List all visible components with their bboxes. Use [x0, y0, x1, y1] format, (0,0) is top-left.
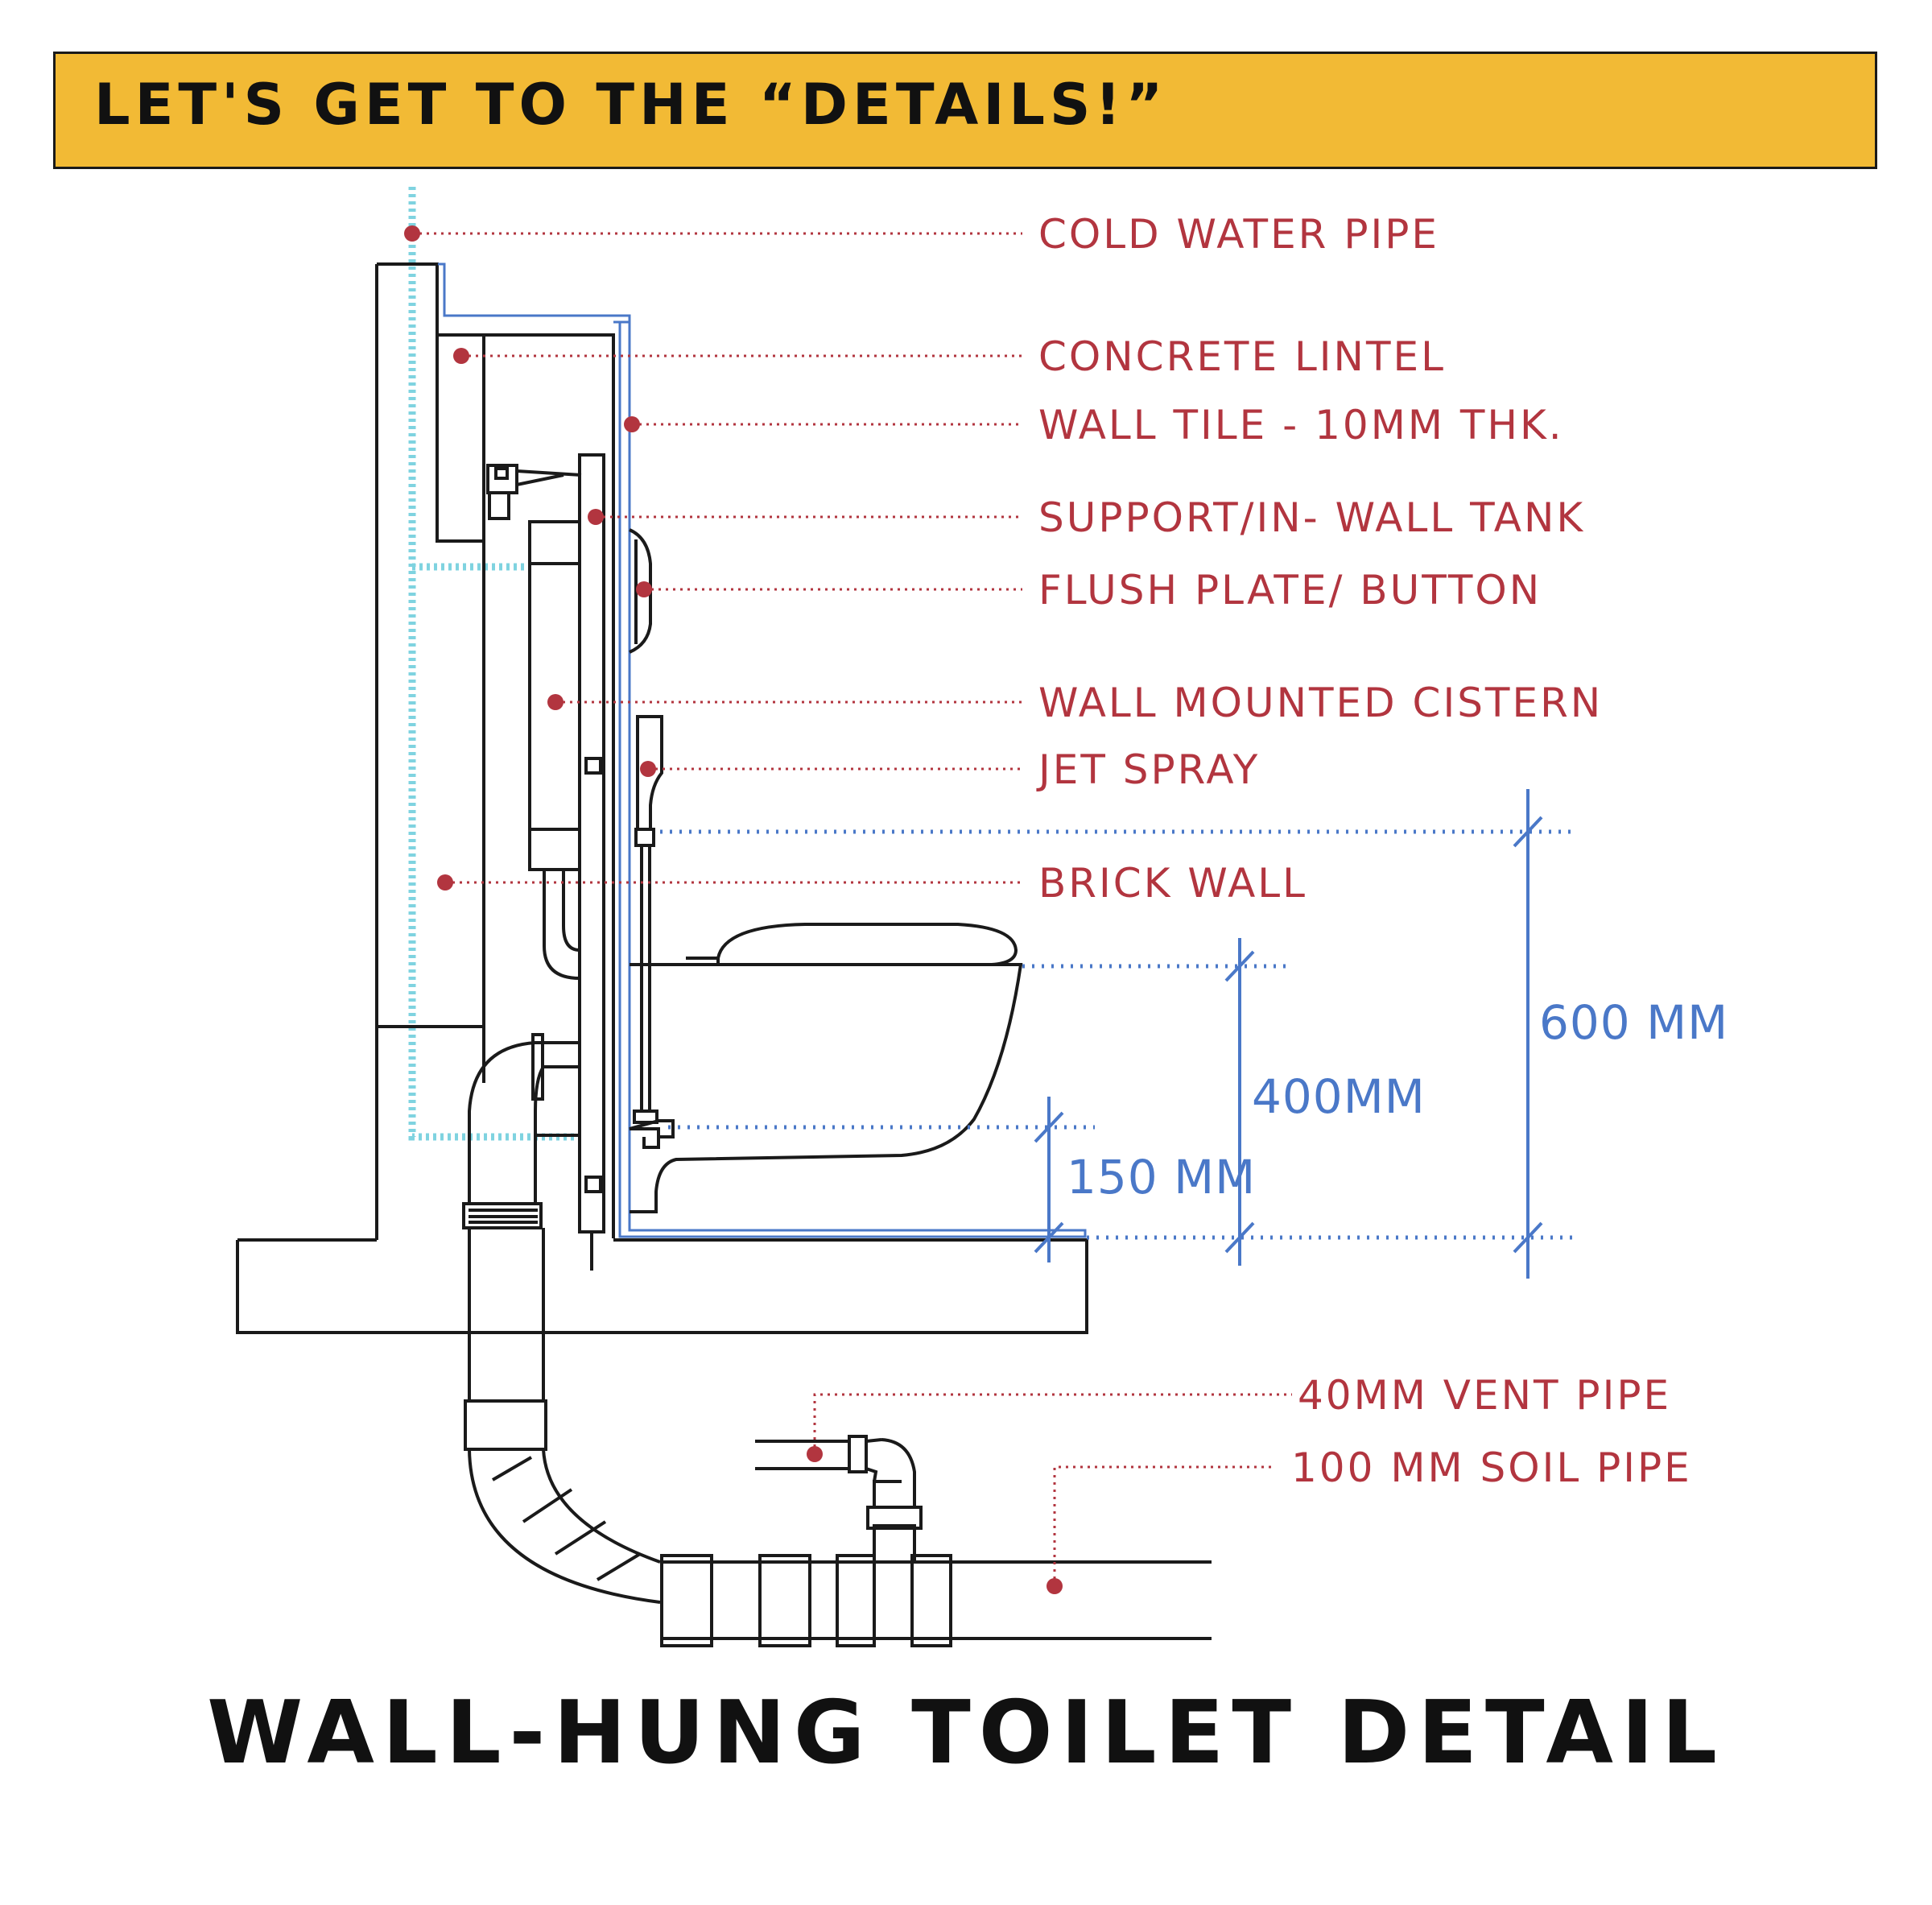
wall-structure [236, 262, 1088, 1334]
dot-jet-spray [640, 761, 656, 777]
label-wall-tile: WALL TILE - 10MM THK. [1038, 402, 1564, 448]
dot-cold-water-pipe [404, 225, 420, 242]
dot-brick-wall [437, 874, 453, 891]
concrete-lintel-block [436, 333, 485, 543]
label-support-tank: SUPPORT/IN- WALL TANK [1038, 494, 1585, 541]
elbow-joint [531, 1033, 544, 1101]
dot-soil-pipe [1046, 1578, 1063, 1594]
label-brick-wall: BRICK WALL [1038, 860, 1307, 907]
dim-label-150: 150 MM [1067, 1150, 1256, 1205]
leader-dots [404, 225, 1063, 1594]
component-labels: COLD WATER PIPE CONCRETE LINTEL WALL TIL… [1036, 211, 1692, 1491]
dot-cistern [547, 694, 564, 710]
dot-flush-plate [636, 581, 652, 597]
label-jet-spray: JET SPRAY [1036, 746, 1260, 793]
dot-concrete-lintel [453, 348, 469, 364]
dimension-labels: 150 MM 400MM 600 MM [1067, 995, 1728, 1205]
dot-wall-tile [624, 416, 640, 432]
label-concrete-lintel: CONCRETE LINTEL [1038, 333, 1446, 380]
dim-label-600: 600 MM [1539, 995, 1728, 1050]
label-cistern: WALL MOUNTED CISTERN [1038, 680, 1603, 726]
flush-valve [486, 464, 582, 520]
dimension-lines [660, 789, 1578, 1279]
dot-support-tank [588, 509, 604, 525]
cistern [528, 520, 581, 980]
support-frame [578, 453, 605, 1271]
label-flush-plate: FLUSH PLATE/ BUTTON [1038, 567, 1542, 614]
soil-pipe-system [462, 1033, 1212, 1647]
toilet-bowl [630, 923, 1023, 1213]
jet-spray-fixture [629, 715, 675, 1149]
label-cold-water-pipe: COLD WATER PIPE [1038, 211, 1439, 258]
leader-lines [412, 232, 1292, 1586]
header-banner: LET'S GET TO THE “DETAILS!” [53, 52, 1877, 169]
cold-water-pipe-line [408, 187, 581, 1141]
dot-vent-pipe [807, 1446, 823, 1462]
label-vent-pipe: 40MM VENT PIPE [1298, 1372, 1671, 1419]
dim-label-400: 400MM [1252, 1069, 1426, 1124]
drawing-title: WALL-HUNG TOILET DETAIL [207, 1683, 1725, 1783]
label-soil-pipe: 100 MM SOIL PIPE [1291, 1444, 1692, 1491]
banner-text: LET'S GET TO THE “DETAILS!” [94, 72, 1168, 138]
wall-tile-layer [438, 262, 1087, 1238]
